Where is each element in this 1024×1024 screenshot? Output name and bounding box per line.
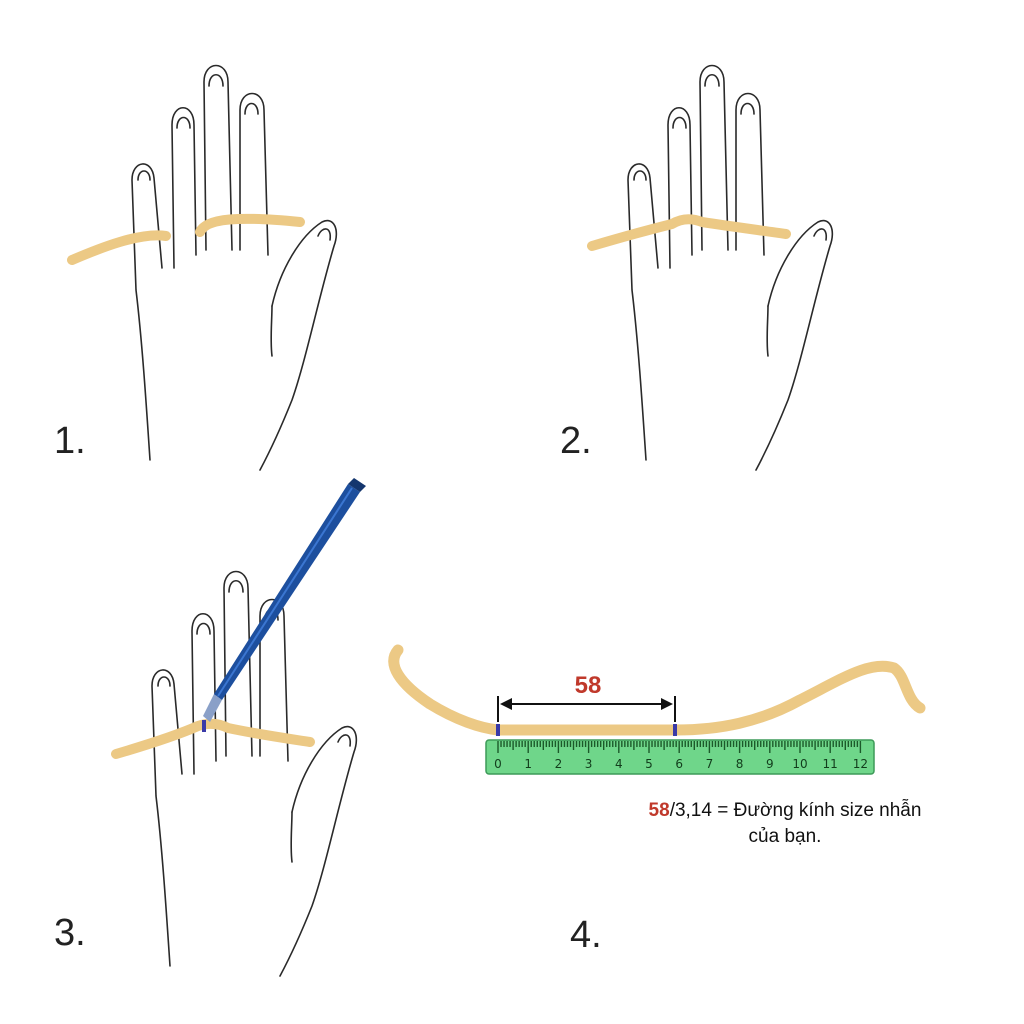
step-3-hand — [111, 570, 358, 977]
paper-strip-marking — [111, 718, 315, 759]
formula-line-2: của bạn. — [748, 826, 822, 847]
pen-mark — [202, 720, 206, 732]
step-label-3: 3. — [54, 912, 86, 954]
step-1-hand — [67, 64, 338, 471]
end-mark — [673, 724, 677, 736]
paper-strip-open — [67, 230, 171, 265]
ruler-label: 3 — [585, 757, 593, 771]
step-2-hand — [587, 64, 834, 471]
ruler-label: 1 — [524, 757, 532, 771]
formula-value: 58 — [648, 800, 670, 821]
ruler-label: 4 — [615, 757, 623, 771]
ruler-label: 6 — [675, 757, 683, 771]
ruler-label: 8 — [736, 757, 744, 771]
ruler-label: 10 — [792, 757, 807, 771]
formula-line-1: /3,14 = Đường kính size nhẫn — [669, 800, 922, 821]
step-label-4: 4. — [570, 914, 602, 956]
step-label-1: 1. — [54, 420, 86, 462]
ruler-label: 9 — [766, 757, 774, 771]
arrowhead-right — [661, 698, 673, 710]
paper-strip-flat — [388, 644, 926, 736]
ruler-label: 7 — [706, 757, 714, 771]
paper-strip-open-right — [195, 213, 305, 237]
ruler-label: 5 — [645, 757, 653, 771]
start-mark — [496, 724, 500, 736]
formula-text: 58/3,14 = Đường kính size nhẫn của bạn. — [600, 798, 970, 850]
ruler-label: 11 — [823, 757, 838, 771]
pen-icon — [203, 478, 366, 722]
step-label-2: 2. — [560, 420, 592, 462]
paper-strip-wrapped — [587, 214, 791, 251]
ruler — [485, 739, 875, 775]
ruler-label: 12 — [853, 757, 868, 771]
arrowhead-left — [500, 698, 512, 710]
ruler-label: 0 — [494, 757, 502, 771]
measurement-label: 58 — [574, 672, 602, 699]
ruler-ticks — [497, 741, 862, 753]
ruler-label: 2 — [555, 757, 563, 771]
